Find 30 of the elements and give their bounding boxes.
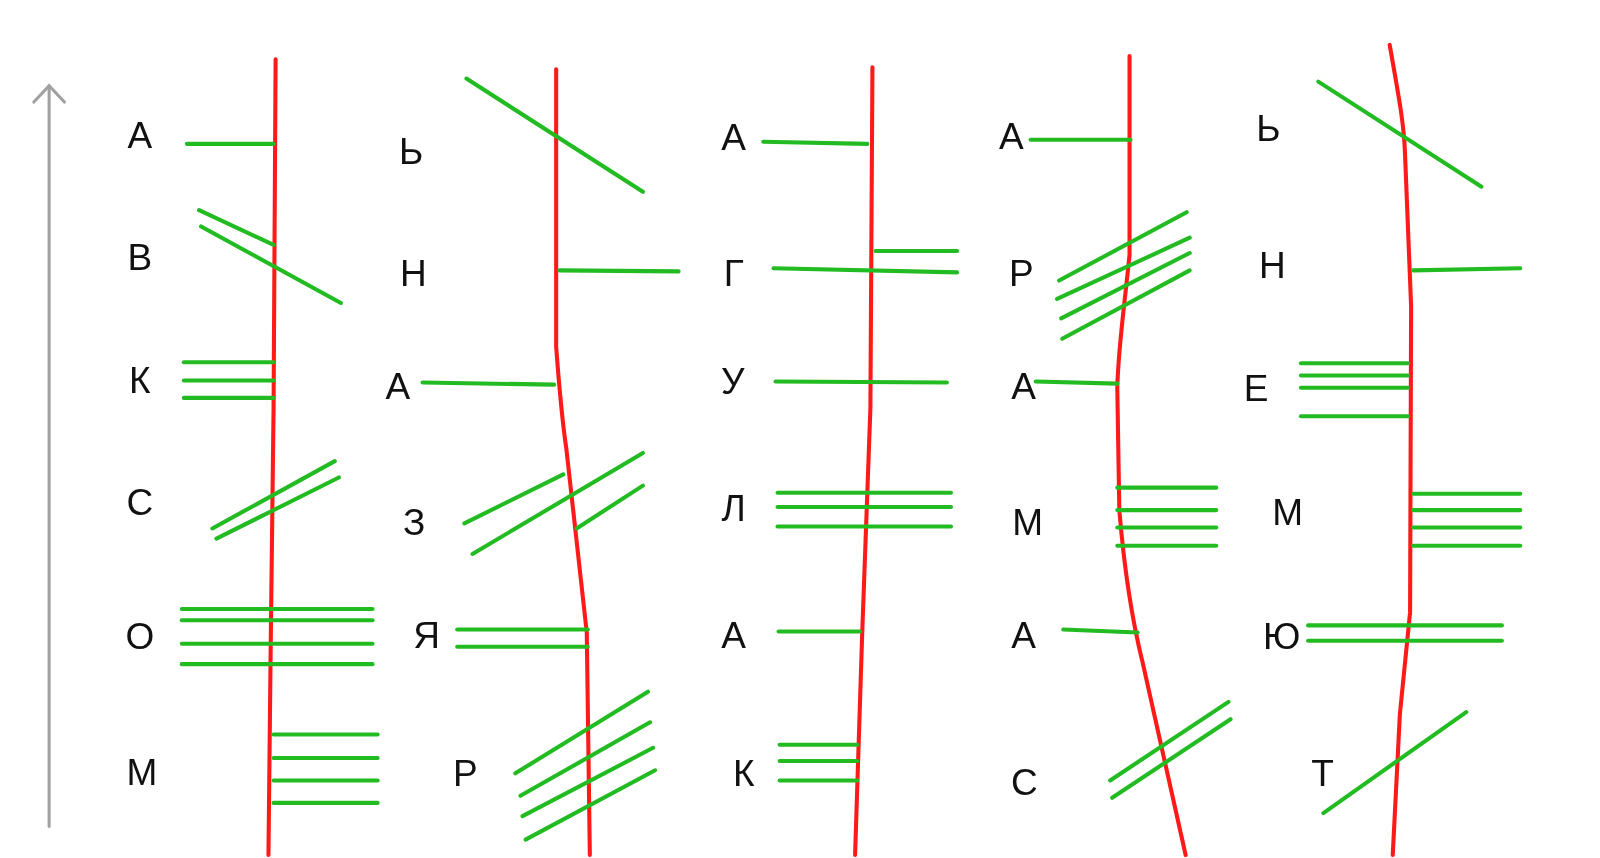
letter-label: Т xyxy=(1311,754,1334,792)
letter-label: В xyxy=(127,238,153,276)
letter-label: С xyxy=(126,483,154,521)
letter-label: Ь xyxy=(399,132,424,170)
letter-label: К xyxy=(129,361,151,399)
letter-label: М xyxy=(1012,503,1043,541)
letter-label: О xyxy=(125,617,155,655)
letter-label: А xyxy=(385,367,411,405)
letter-label: М xyxy=(1272,493,1304,531)
letter-label: Е xyxy=(1243,369,1269,407)
letter-label: Р xyxy=(1009,254,1034,292)
letter-label: А xyxy=(127,116,153,154)
letter-label: А xyxy=(1011,367,1036,405)
letter-label: Ь xyxy=(1256,109,1281,147)
letter-label: У xyxy=(720,362,745,400)
letter-label: Р xyxy=(452,754,478,792)
letter-label: Я xyxy=(413,616,440,654)
letter-label: А xyxy=(721,118,746,156)
letter-label: Г xyxy=(723,254,744,292)
letter-label: М xyxy=(126,753,158,791)
letter-label: К xyxy=(733,754,755,792)
letter-label: Л xyxy=(721,489,746,527)
letter-label: З xyxy=(403,503,426,541)
letter-label: А xyxy=(998,117,1024,155)
letter-label: Н xyxy=(1259,246,1286,284)
letter-label: Н xyxy=(399,254,427,292)
letter-label: А xyxy=(1011,616,1036,654)
letter-label: А xyxy=(721,616,746,654)
letter-label: С xyxy=(1011,763,1038,801)
letter-label: Ю xyxy=(1262,617,1301,655)
